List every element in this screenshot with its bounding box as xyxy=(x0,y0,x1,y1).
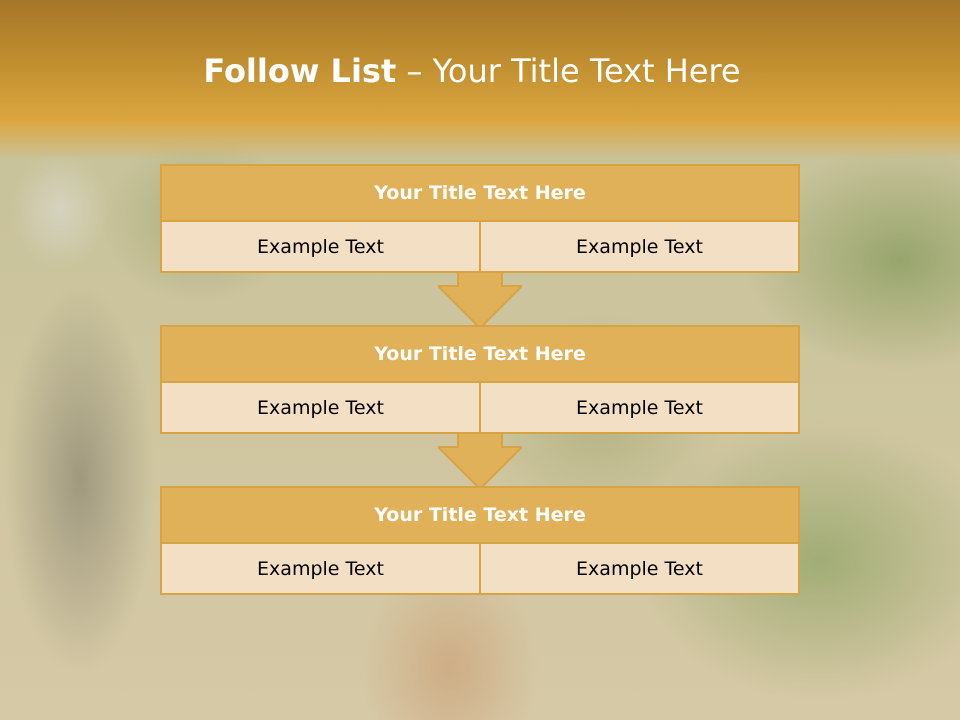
block-cell-right: Example Text xyxy=(479,544,798,593)
block-cell-right: Example Text xyxy=(479,222,798,271)
block-row: Example Text Example Text xyxy=(162,222,798,271)
down-arrow-icon xyxy=(438,272,522,328)
block-title: Your Title Text Here xyxy=(162,166,798,222)
slide-title-rest: – Your Title Text Here xyxy=(396,52,741,90)
list-block-2: Your Title Text Here Example Text Exampl… xyxy=(160,325,800,434)
block-cell-left: Example Text xyxy=(162,222,479,271)
slide-title-bold: Follow List xyxy=(203,52,397,90)
block-cell-left: Example Text xyxy=(162,544,479,593)
block-cell-left: Example Text xyxy=(162,383,479,432)
block-row: Example Text Example Text xyxy=(162,383,798,432)
list-block-3: Your Title Text Here Example Text Exampl… xyxy=(160,486,800,595)
list-block-1: Your Title Text Here Example Text Exampl… xyxy=(160,164,800,273)
block-title: Your Title Text Here xyxy=(162,327,798,383)
down-arrow-icon xyxy=(438,433,522,489)
block-cell-right: Example Text xyxy=(479,383,798,432)
slide-title: Follow List – Your Title Text Here xyxy=(0,52,944,90)
person-head xyxy=(10,150,110,270)
block-title: Your Title Text Here xyxy=(162,488,798,544)
block-row: Example Text Example Text xyxy=(162,544,798,593)
title-band xyxy=(0,0,960,160)
